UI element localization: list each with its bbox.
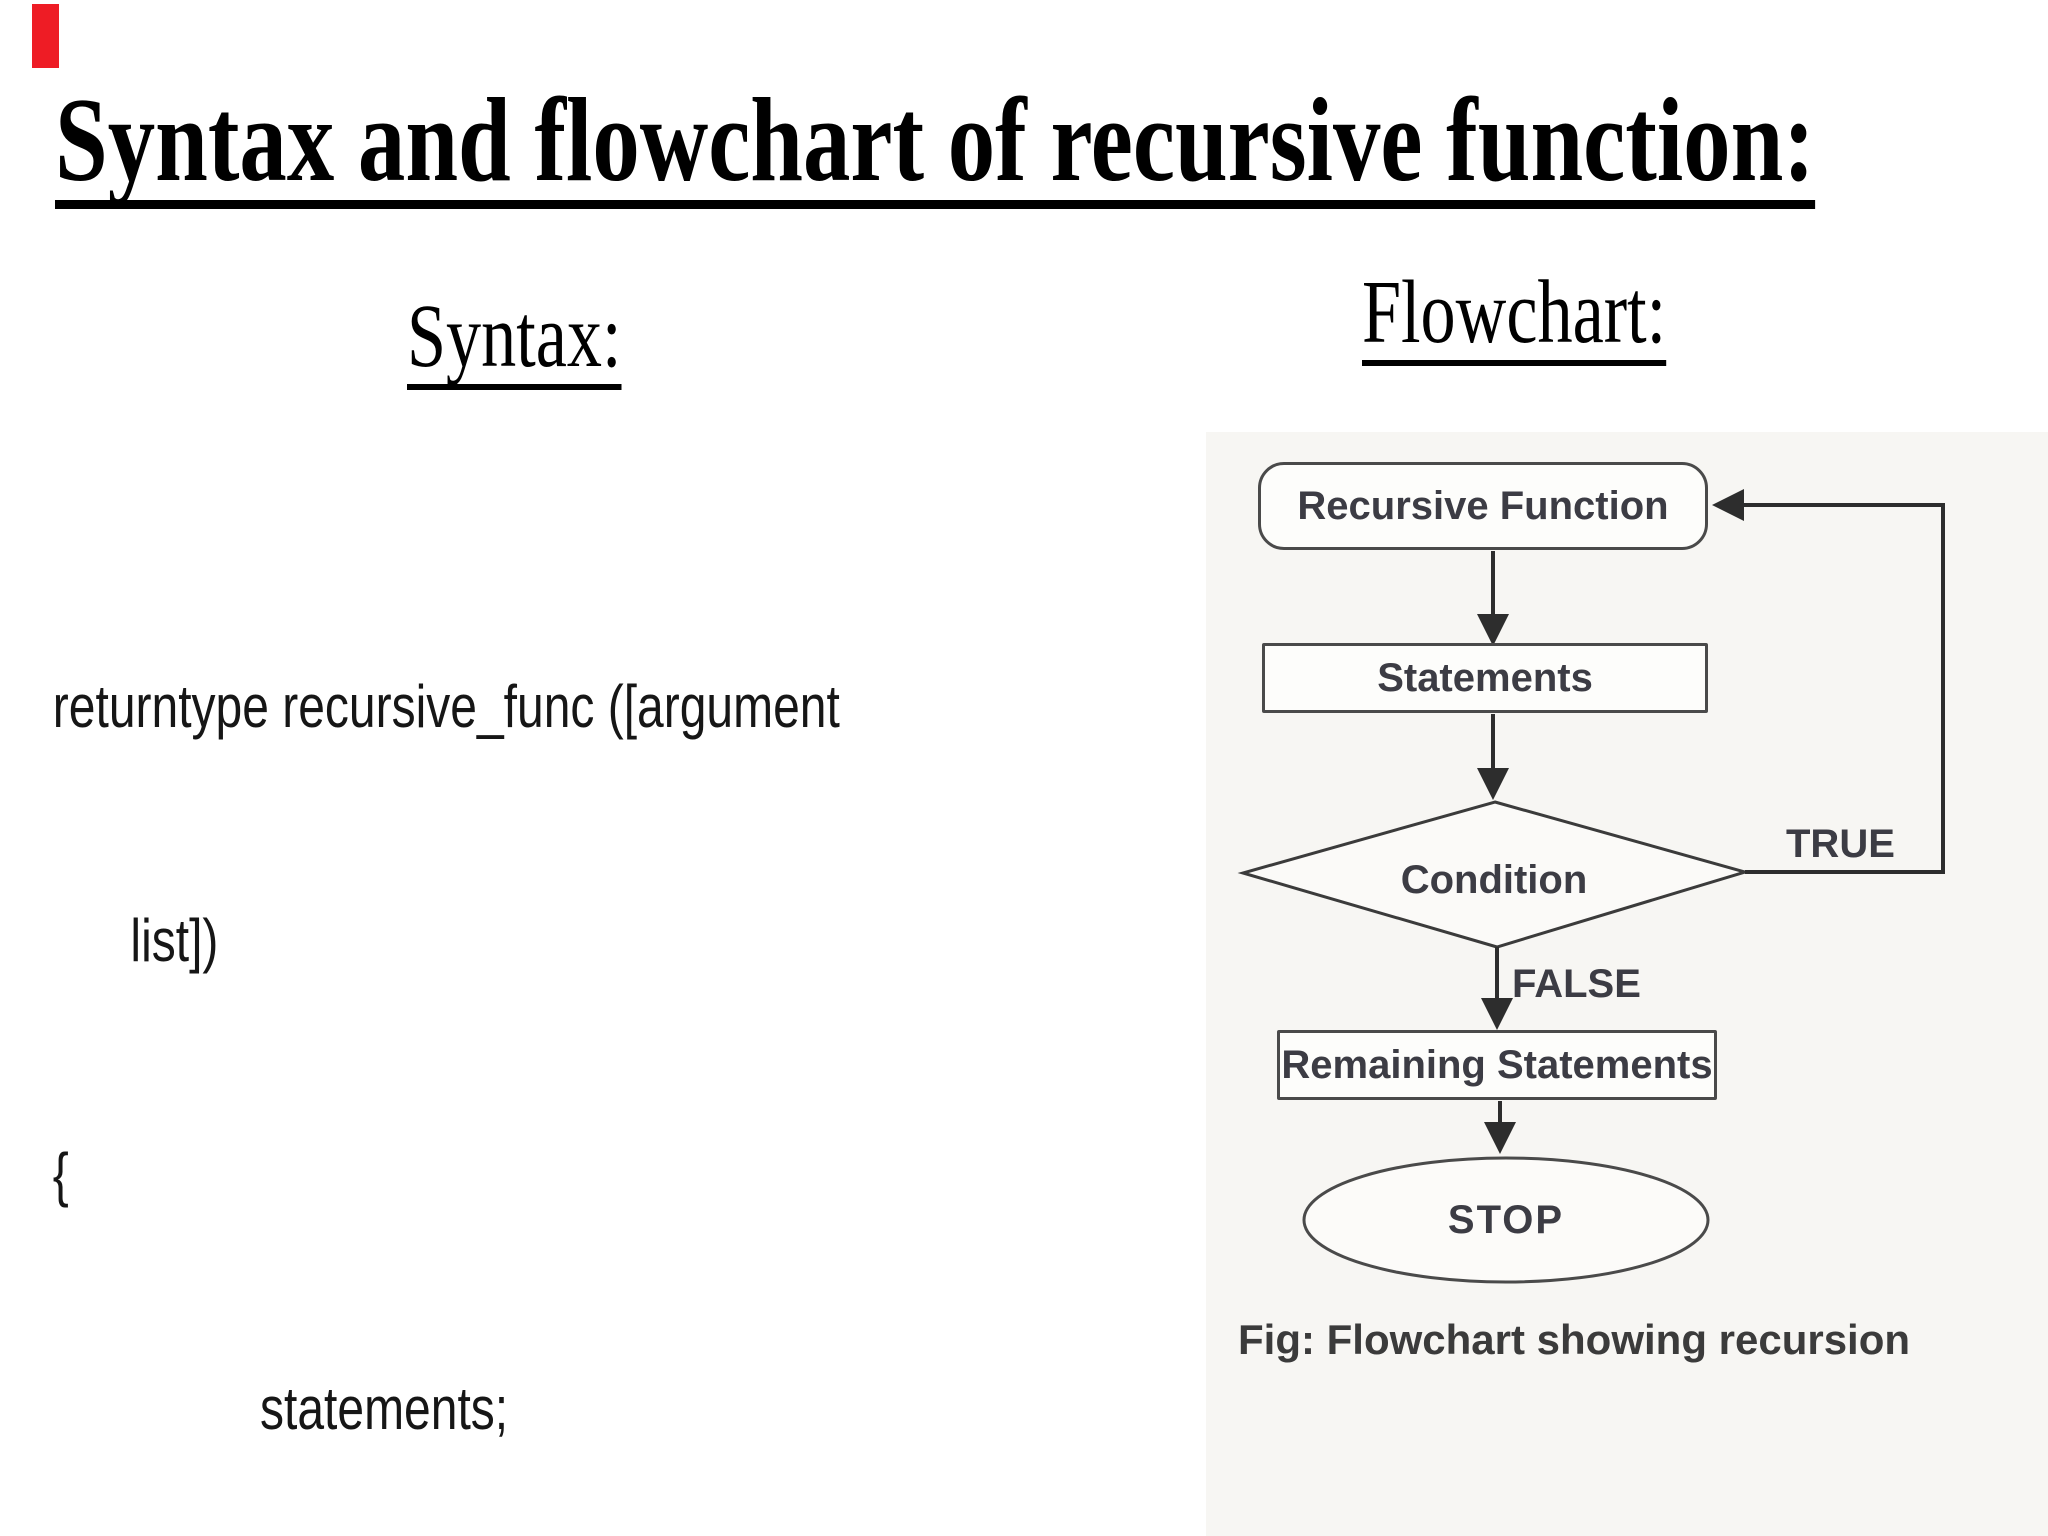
flowchart-heading: Flowchart: — [1362, 268, 1752, 366]
page-title: Syntax and flowchart of recursive functi… — [55, 80, 2048, 209]
code-line: returntype recursive_func ([argument — [52, 673, 840, 740]
arrowhead-down-icon — [1477, 768, 1509, 800]
flowchart-node-condition-label: Condition — [1400, 858, 1588, 902]
arrowhead-down-icon — [1477, 614, 1509, 646]
syntax-heading: Syntax: — [407, 292, 682, 390]
false-branch-label: FALSE — [1512, 962, 1641, 1006]
arrowhead-down-icon — [1484, 1122, 1516, 1154]
code-line: statements; — [260, 1375, 509, 1442]
flowchart-node-stop-label: STOP — [1447, 1198, 1565, 1242]
connector-true-loop — [1744, 503, 1945, 874]
page-title-text: Syntax and flowchart of recursive functi… — [55, 80, 1815, 209]
flowchart-node-statements: Statements — [1262, 643, 1708, 713]
flowchart-connectors — [1237, 489, 1945, 1284]
code-line: { — [52, 1141, 69, 1208]
code-line: list]) — [130, 907, 219, 974]
red-accent-bar — [32, 4, 59, 68]
stop-ellipse-shape — [1302, 1156, 1710, 1284]
syntax-code-block: returntype recursive_func ([argument lis… — [0, 512, 1120, 1536]
syntax-heading-text: Syntax: — [407, 292, 622, 390]
flowchart-node-recursive-function: Recursive Function — [1258, 462, 1708, 550]
arrowhead-left-icon — [1712, 489, 1744, 521]
flowchart-heading-text: Flowchart: — [1362, 268, 1667, 366]
flowchart-image-panel — [1206, 432, 2048, 1536]
flowchart-node-remaining-statements: Remaining Statements — [1277, 1030, 1717, 1100]
arrowhead-down-icon — [1481, 998, 1513, 1030]
flowchart-caption: Fig: Flowchart showing recursion — [1238, 1316, 1911, 1363]
true-branch-label: TRUE — [1786, 822, 1895, 866]
